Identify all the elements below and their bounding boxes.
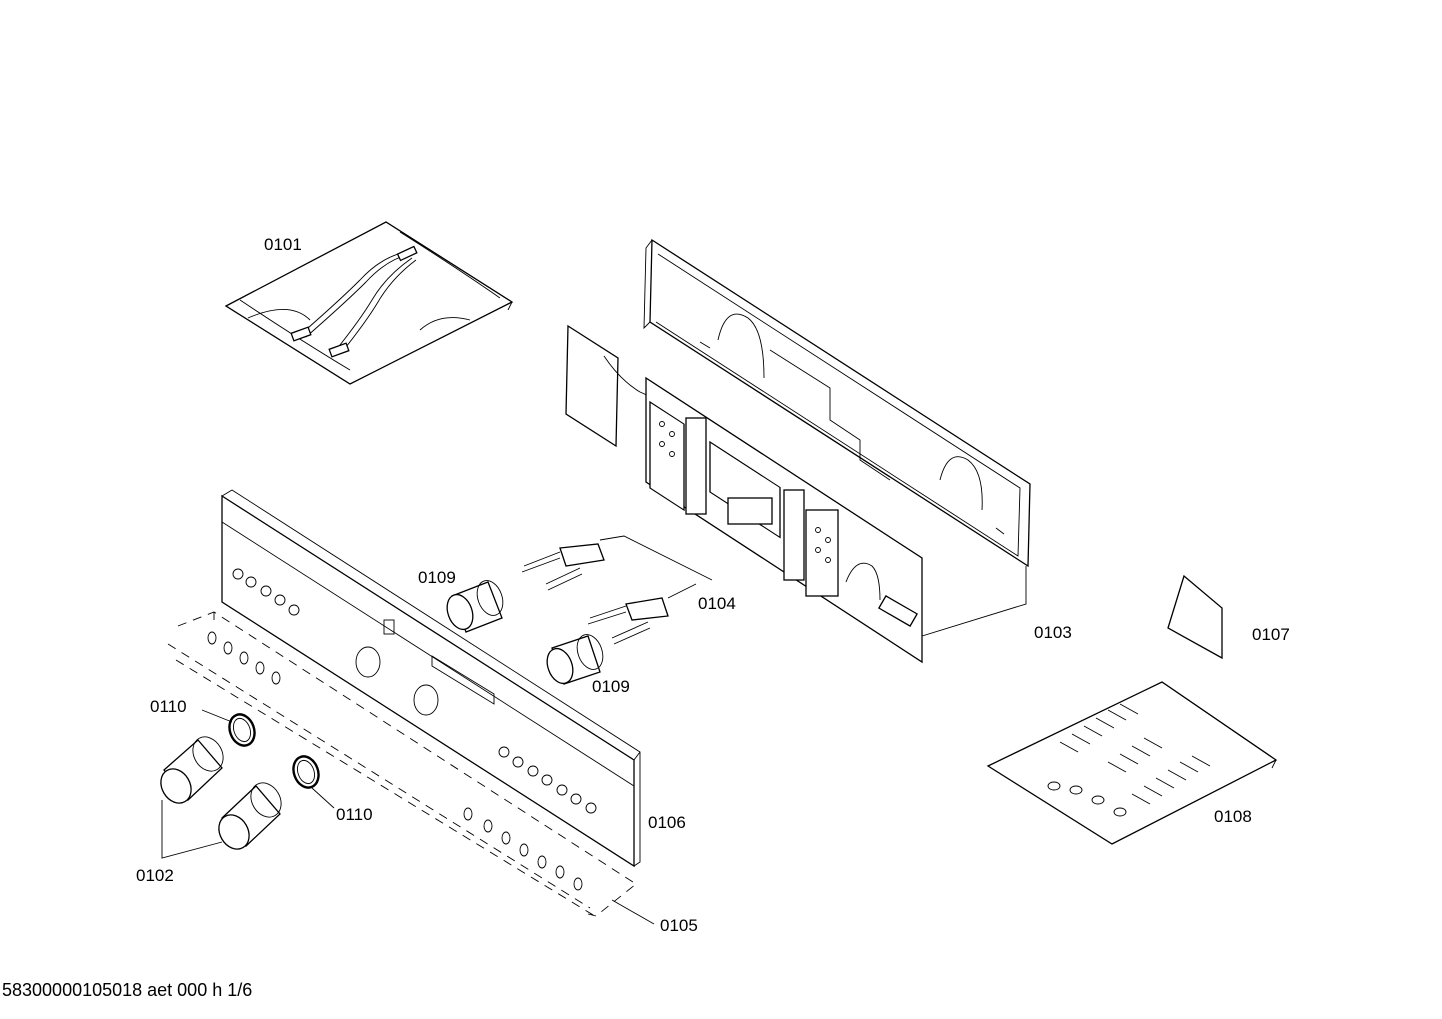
label-0109-upper: 0109: [418, 568, 456, 587]
drawing-number: 58300000105018 aet 000 h 1/6: [2, 980, 253, 1000]
part-0106-front-panel: [221, 489, 641, 868]
label-0106: 0106: [648, 813, 686, 832]
label-0107: 0107: [1252, 625, 1290, 644]
part-0110-ring-lower: [292, 755, 320, 789]
label-0104: 0104: [698, 594, 736, 613]
label-0110-upper: 0110: [150, 697, 187, 716]
part-0101-wiring-bag: [224, 221, 514, 385]
part-0108-screw-bag: [986, 681, 1278, 845]
part-0104-connector-upper: [521, 543, 605, 591]
part-0102-knob-upper: [160, 736, 224, 804]
part-0110-ring-upper: [228, 713, 256, 747]
part-0102-knob-lower: [218, 782, 282, 850]
part-0103-control-pcb: [565, 324, 923, 664]
part-0107-label-sheet: [1167, 574, 1223, 660]
label-0102: 0102: [136, 866, 174, 885]
label-0105: 0105: [660, 916, 698, 935]
part-0105-push-buttons: [167, 611, 637, 919]
label-0108: 0108: [1214, 807, 1252, 826]
part-0109-knob-sleeve-upper: [446, 580, 504, 633]
label-0110-lower: 0110: [336, 805, 373, 824]
label-0103: 0103: [1034, 623, 1072, 642]
part-0103-rear-frame: [643, 238, 1031, 568]
label-0109-lower: 0109: [592, 677, 630, 696]
label-0101: 0101: [264, 235, 302, 254]
part-0104-connector-lower: [587, 597, 669, 645]
part-0109-knob-sleeve-lower: [546, 634, 604, 685]
